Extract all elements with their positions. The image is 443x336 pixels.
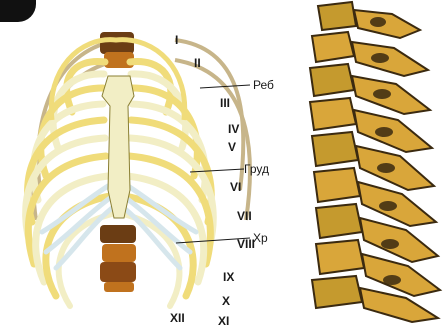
thoracic-cage [26, 32, 250, 306]
term-sternum: Груд [244, 163, 269, 175]
rib-label-1: I [175, 34, 178, 46]
rib-label-5: V [228, 141, 236, 153]
rib-label-12: XII [170, 312, 185, 324]
rib-label-9: IX [223, 271, 234, 283]
rib-label-3: III [220, 97, 230, 109]
spine-lateral [290, 0, 443, 336]
rib-label-4: IV [228, 123, 239, 135]
term-cartilage: Хр [253, 232, 268, 244]
rib-label-7: VII [237, 210, 252, 222]
term-ribs: Реб [253, 79, 274, 91]
rib-label-11: XI [218, 315, 229, 327]
rib-label-6: VI [230, 181, 241, 193]
rib-label-10: X [222, 295, 230, 307]
ribs-right [123, 62, 213, 306]
rib-label-2: II [194, 57, 201, 69]
